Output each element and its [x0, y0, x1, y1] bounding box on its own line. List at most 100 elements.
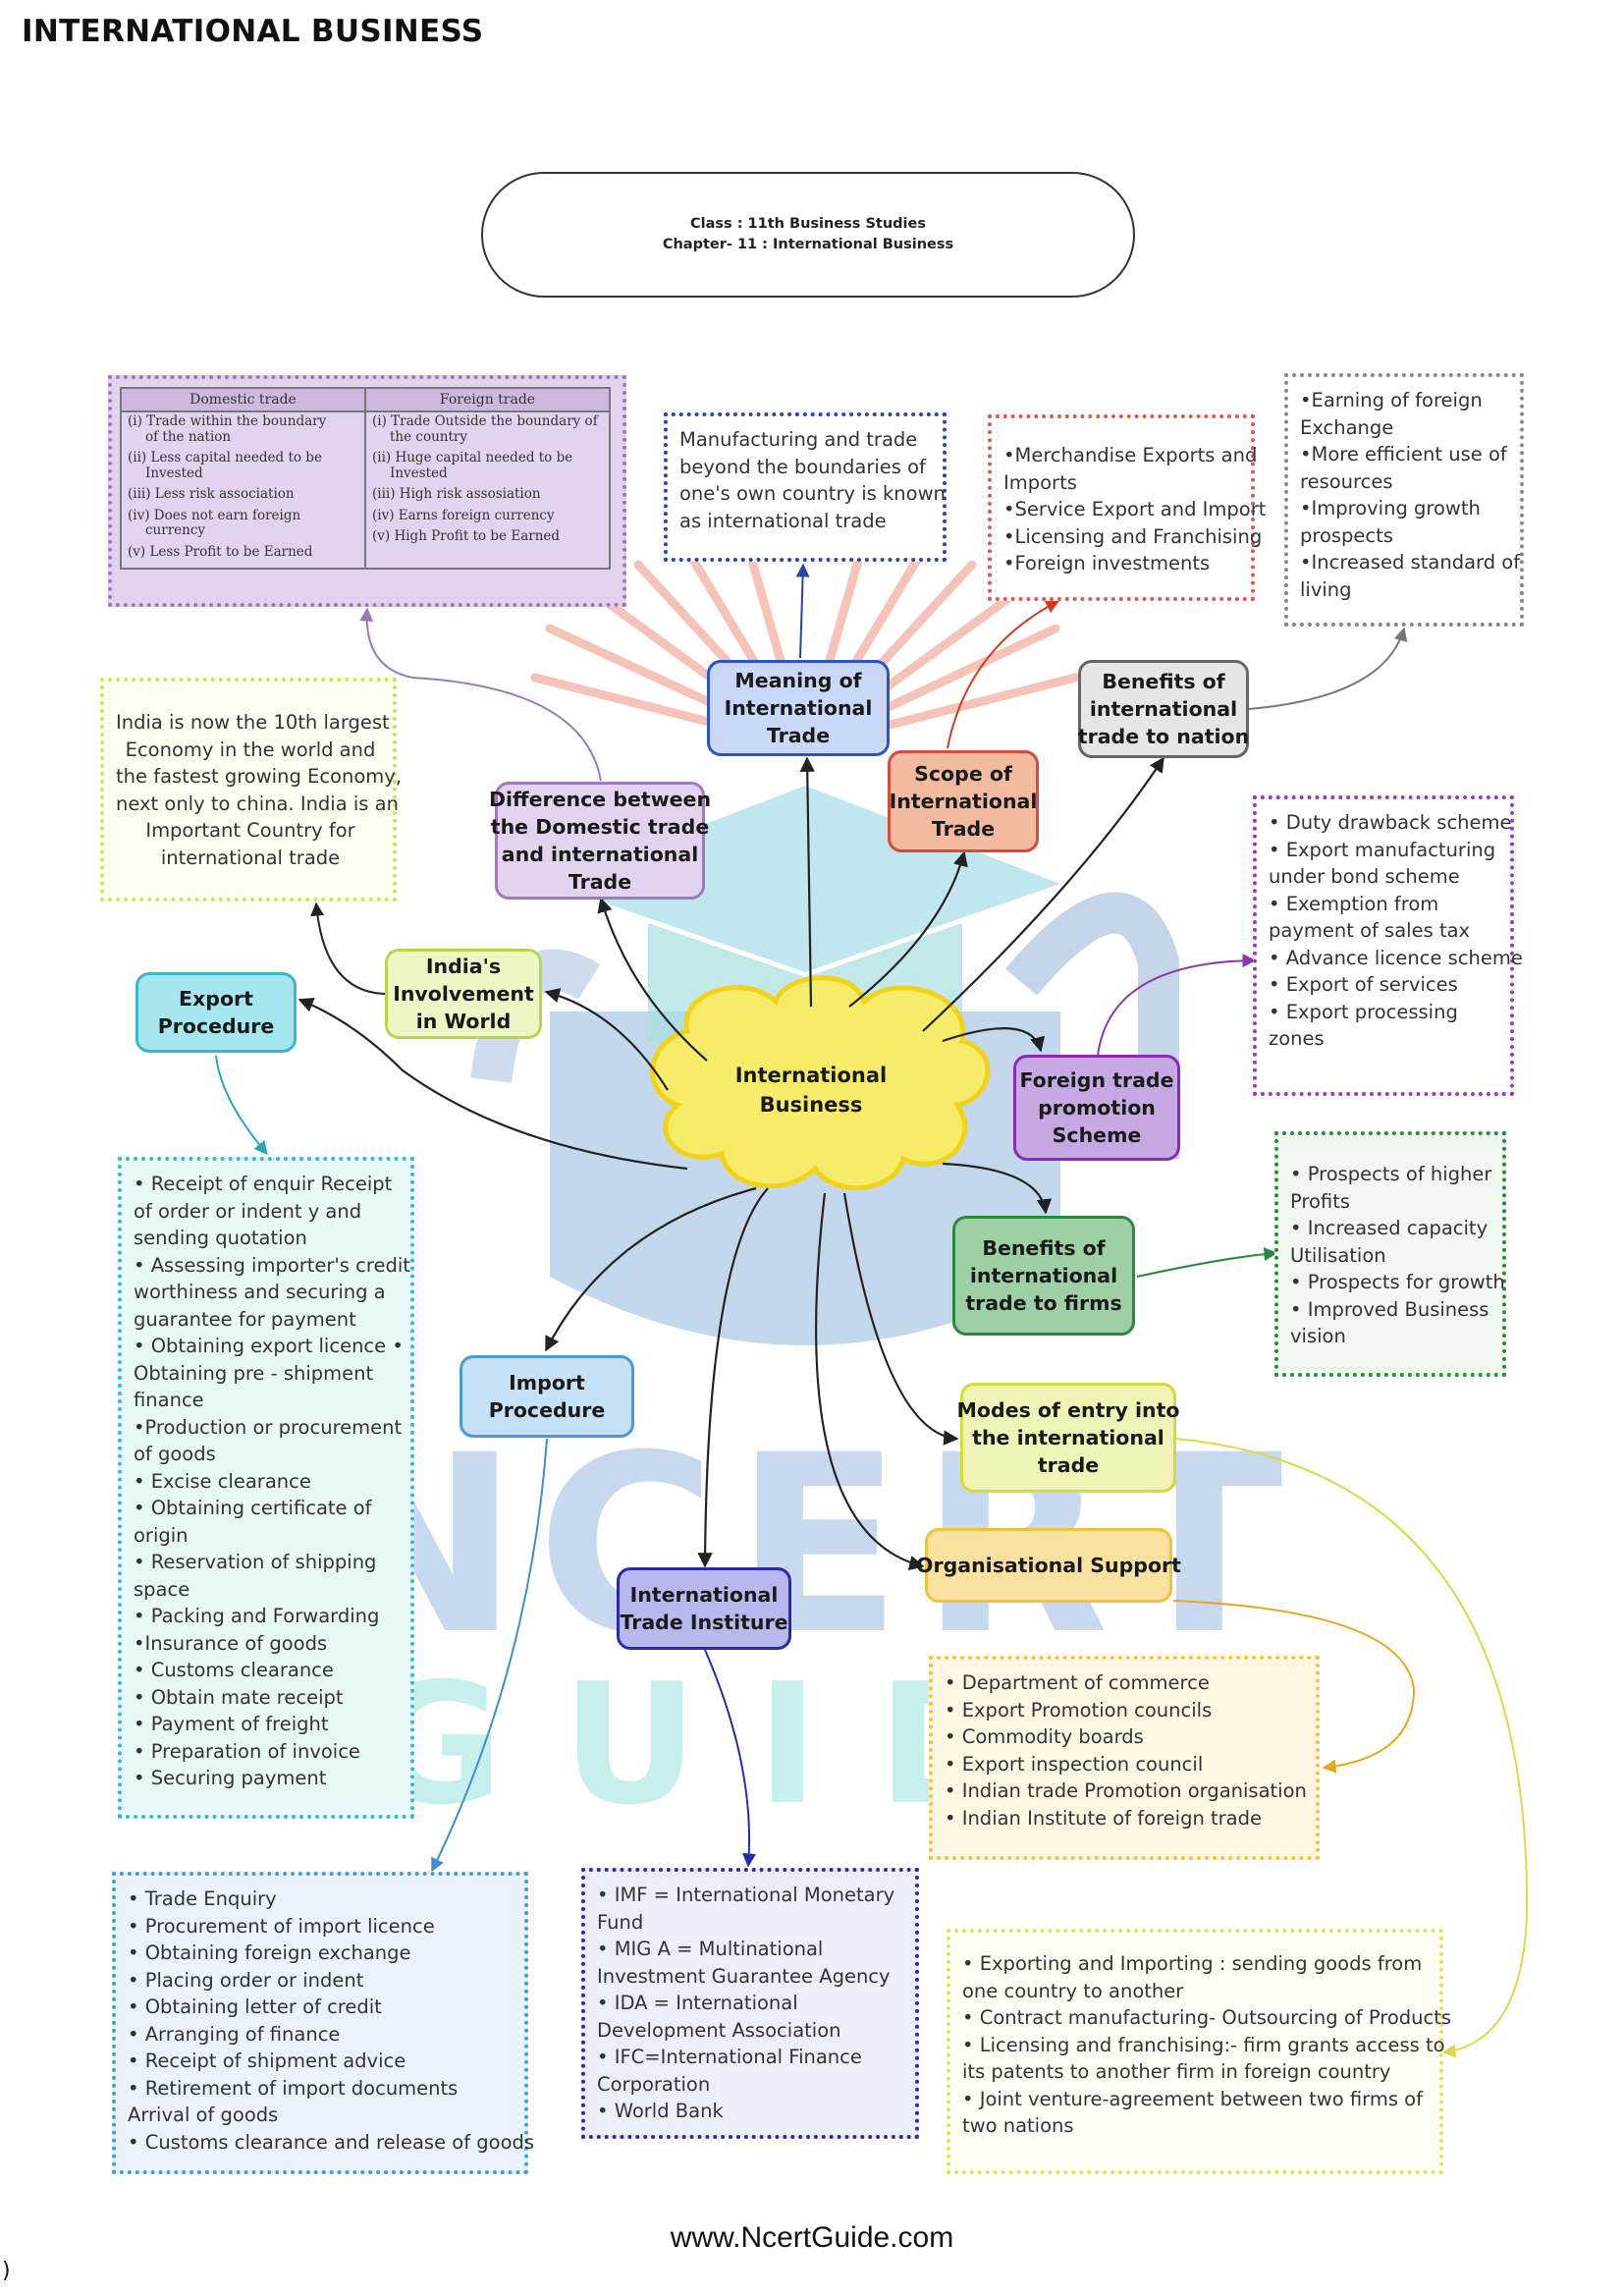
node-modes-of-entry[interactable]: Modes of entry into the international tr… [957, 1383, 1179, 1493]
node-line: international [1089, 697, 1238, 721]
table-cell: (iii) Less risk association [128, 486, 295, 502]
node-line: trade to nation [1077, 725, 1250, 748]
node-foreign-trade-promotion-scheme[interactable]: Foreign trade promotion Scheme [1013, 1055, 1180, 1161]
table-cell: (iv) Earns foreign currency [372, 507, 555, 523]
connector-scope-info [947, 600, 1060, 749]
info-line: • Preparation of invoice [134, 1739, 360, 1763]
node-organisational-support[interactable]: Organisational Support [916, 1528, 1181, 1603]
info-line: Fund [597, 1910, 644, 1934]
node-export-procedure[interactable]: Export Procedure [135, 972, 297, 1053]
info-line: • Joint venture-agreement between two fi… [962, 2087, 1423, 2110]
connector-org-support [815, 1192, 925, 1571]
table-cell: (iii) High risk assosiation [372, 486, 541, 502]
info-line: • Customs clearance and release of goods [128, 2130, 535, 2154]
info-line: •Increased standard of [1300, 551, 1521, 574]
connector-org-support-info [1172, 1600, 1416, 1774]
info-line: one's own country is known [679, 482, 946, 505]
connector-import [545, 1186, 757, 1352]
info-line: •Production or procurement [134, 1415, 403, 1439]
node-line: Foreign trade [1019, 1068, 1174, 1092]
info-line: finance [134, 1389, 204, 1411]
info-line: Investment Guarantee Agency [597, 1964, 891, 1988]
info-line: under bond scheme [1269, 865, 1460, 888]
info-line: • Placing order or indent [128, 1968, 364, 1992]
connector-benefits-firms [942, 1162, 1053, 1215]
info-line: • Retirement of import documents [128, 2076, 459, 2100]
node-line: Trade [766, 724, 831, 747]
connector-difference [597, 897, 708, 1062]
info-line: • Department of commerce [945, 1671, 1210, 1694]
info-line: • Exporting and Importing : sending good… [962, 1952, 1423, 1975]
connector-meaning-info [795, 563, 810, 659]
node-international-trade-institure[interactable]: International Trade Institure [617, 1567, 791, 1650]
info-line: • Increased capacity [1290, 1217, 1489, 1239]
info-line: Important Country for [145, 819, 355, 842]
info-line: • Prospects for growth [1290, 1271, 1505, 1293]
node-line: Meaning of [734, 669, 862, 692]
table-cell: (v) Less Profit to be Earned [128, 543, 313, 560]
node-line: Benefits of [982, 1236, 1106, 1260]
info-line: • Arranging of finance [128, 2022, 341, 2046]
info-line: Imports [1003, 470, 1077, 494]
info-line: space [134, 1577, 190, 1601]
node-benefits-to-nation[interactable]: Benefits of international trade to natio… [1078, 660, 1249, 758]
info-line: as international trade [679, 509, 887, 532]
info-line: worthiness and securing a [134, 1281, 386, 1303]
center-node-line: Business [759, 1093, 863, 1117]
info-line: • Advance licence scheme [1269, 946, 1523, 969]
node-line: Involvement [393, 982, 534, 1006]
info-line: •Foreign investments [1003, 552, 1211, 574]
connector-import-info [431, 1438, 548, 1873]
info-line: sending quotation [134, 1227, 307, 1249]
connector-meaning [799, 756, 815, 1008]
node-difference-domestic-international[interactable]: Difference between the Domestic trade an… [489, 782, 711, 900]
node-line: International [889, 790, 1038, 813]
info-line: • Export Promotion councils [945, 1698, 1213, 1722]
node-line: India's [425, 955, 502, 978]
connector-benefits-nation-info [1248, 627, 1408, 710]
node-meaning-of-international-trade[interactable]: Meaning of International Trade [707, 660, 890, 756]
info-line: resources [1300, 469, 1393, 493]
info-box-meaning: Manufacturing and trade beyond the bound… [664, 412, 947, 562]
info-line: • Customs clearance [134, 1659, 334, 1681]
node-india-involvement[interactable]: India's Involvement in World [385, 949, 542, 1039]
table-header-domestic: Domestic trade [120, 387, 366, 412]
info-line: Profits [1290, 1189, 1351, 1213]
info-line: • Commodity boards [945, 1725, 1144, 1748]
info-line: • Licensing and franchising:- firm grant… [962, 2033, 1445, 2056]
node-line: Procedure [157, 1014, 275, 1038]
node-line: Scheme [1052, 1123, 1142, 1147]
info-line: • Obtaining letter of credit [128, 1995, 382, 2018]
info-line: • Export processing [1269, 1000, 1458, 1023]
info-line: • Reservation of shipping [134, 1551, 377, 1573]
info-box-modes: • Exporting and Importing : sending good… [947, 1929, 1451, 2174]
node-scope-of-international-trade[interactable]: Scope of International Trade [888, 750, 1039, 852]
info-line: • Assessing importer's credit [134, 1253, 410, 1277]
info-line: • Obtain mate receipt [134, 1685, 344, 1709]
node-line: Import [509, 1371, 585, 1394]
center-cloud-shape [650, 975, 991, 1191]
info-line: • IMF = International Monetary [597, 1884, 895, 1906]
info-line: • World Bank [597, 2100, 724, 2122]
info-line: • Prospects of higher [1290, 1163, 1492, 1185]
info-line: guarantee for payment [134, 1307, 356, 1331]
info-line: • Export inspection council [945, 1752, 1204, 1776]
node-import-procedure[interactable]: Import Procedure [460, 1355, 634, 1438]
info-line: • Export manufacturing [1269, 838, 1496, 861]
info-line: Manufacturing and trade [679, 428, 918, 451]
connector-difference-info [359, 607, 602, 782]
table-cell: (v) High Profit to be Earned [372, 528, 561, 544]
chapter-header-pill: Class : 11th Business Studies Chapter- 1… [481, 172, 1135, 298]
chapter-header-chapter: Chapter- 11 : International Business [662, 237, 954, 252]
stray-mark: ) [2, 2259, 11, 2283]
info-line: • Securing payment [134, 1767, 327, 1789]
info-line: • Payment of freight [134, 1713, 329, 1735]
table-header-foreign: Foreign trade [364, 387, 611, 412]
node-benefits-to-firms[interactable]: Benefits of international trade to firms [952, 1216, 1135, 1336]
